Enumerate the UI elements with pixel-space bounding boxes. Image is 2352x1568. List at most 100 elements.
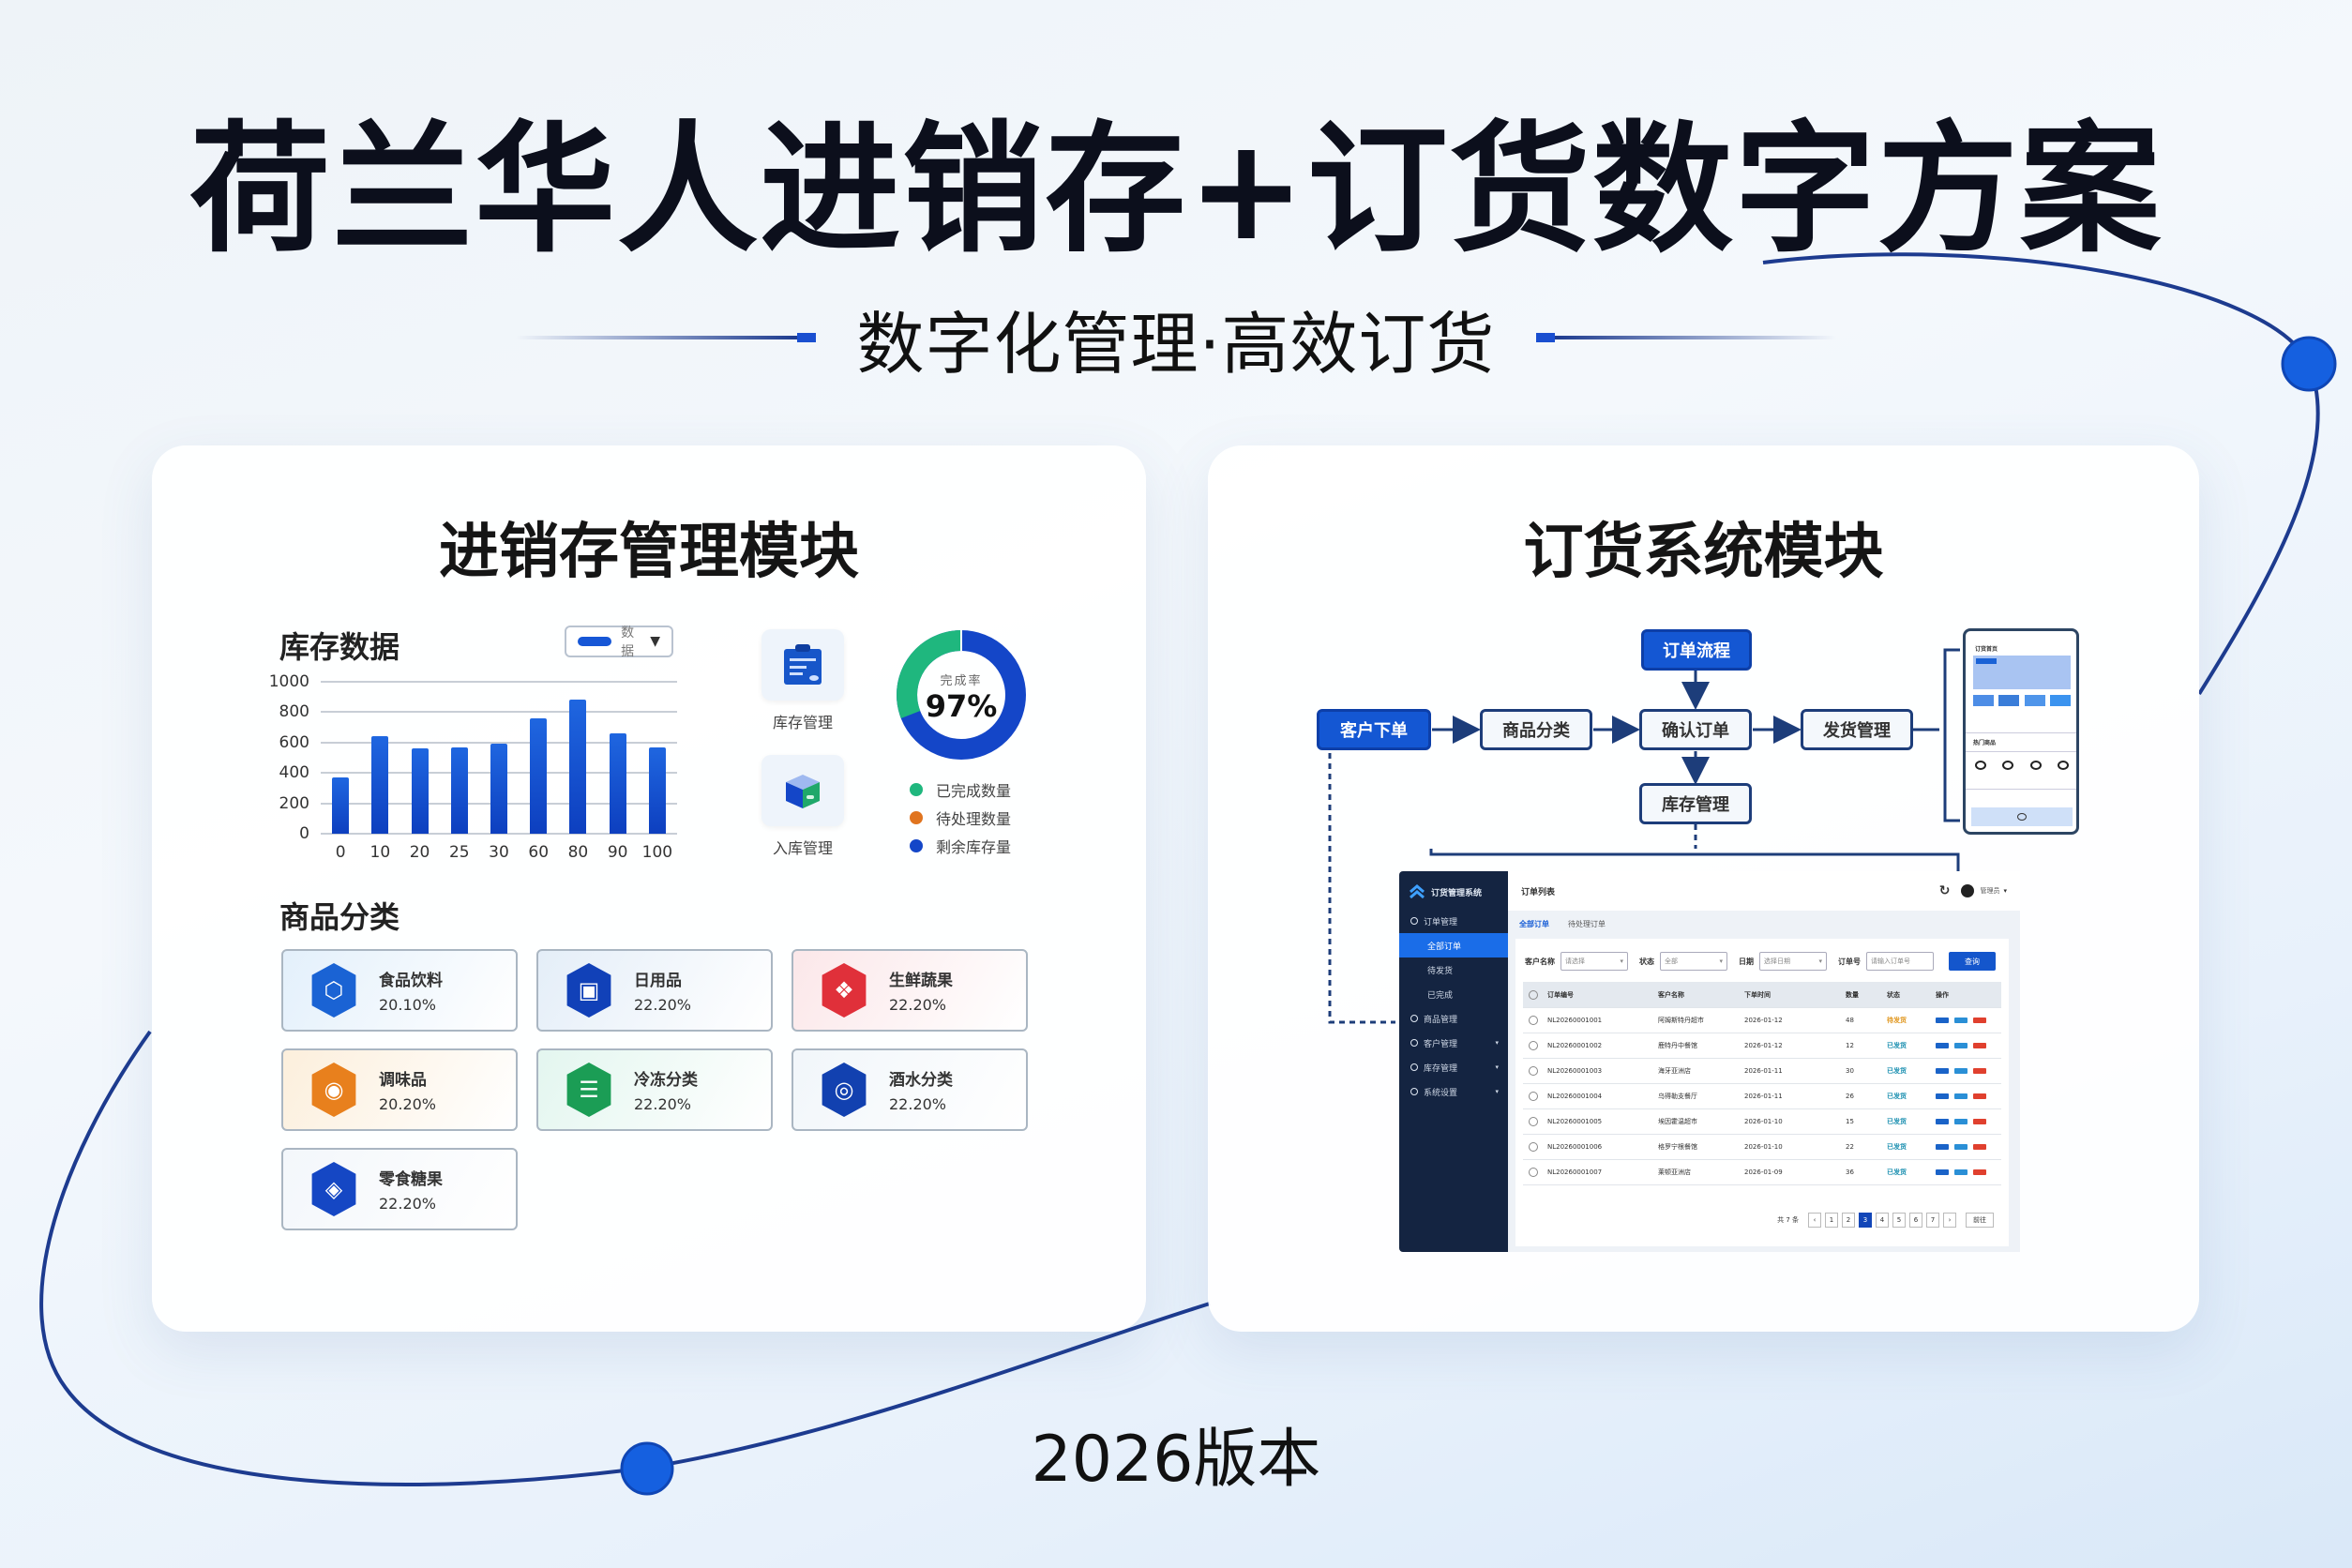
column-header[interactable]: 数量	[1846, 990, 1859, 999]
edit-button[interactable]	[1954, 1043, 1968, 1048]
phone-home-bar[interactable]	[1971, 807, 2073, 826]
flow-node-order-process[interactable]: 订单流程	[1641, 629, 1752, 671]
delete-button[interactable]	[1973, 1043, 1986, 1048]
flow-node-product-category[interactable]: 商品分类	[1480, 709, 1592, 750]
delete-button[interactable]	[1973, 1119, 1986, 1124]
view-button[interactable]	[1936, 1169, 1949, 1175]
delete-button[interactable]	[1973, 1068, 1986, 1074]
chart-bar[interactable]	[530, 717, 548, 834]
column-header[interactable]: 操作	[1936, 990, 1949, 999]
delete-button[interactable]	[1973, 1018, 1986, 1023]
filter-input[interactable]: 选择日期▾	[1759, 952, 1827, 971]
page-button[interactable]: 3	[1859, 1213, 1872, 1228]
flow-node-inventory[interactable]: 库存管理	[1639, 783, 1752, 824]
sidebar-item[interactable]: 订单管理	[1399, 909, 1508, 933]
flow-node-customer-order[interactable]: 客户下单	[1317, 709, 1431, 750]
filter-row: 客户名称请选择▾状态全部▾日期选择日期▾订单号请输入订单号查询	[1515, 939, 2009, 971]
tab-pending-orders[interactable]: 待处理订单	[1568, 919, 1606, 928]
chart-bar[interactable]	[332, 777, 350, 834]
chevron-down-icon[interactable]: ▾	[2003, 887, 2007, 895]
edit-button[interactable]	[1954, 1018, 1968, 1023]
row-checkbox[interactable]	[1529, 1066, 1538, 1076]
view-button[interactable]	[1936, 1068, 1949, 1074]
chart-bar[interactable]	[648, 746, 666, 834]
row-checkbox[interactable]	[1529, 1168, 1538, 1177]
avatar[interactable]	[1961, 884, 1975, 897]
row-checkbox[interactable]	[1529, 1117, 1538, 1126]
view-button[interactable]	[1936, 1144, 1949, 1150]
tile-inventory[interactable]	[761, 629, 844, 701]
chart-bar[interactable]	[450, 747, 468, 834]
sidebar-item[interactable]: 全部订单	[1399, 933, 1508, 957]
sidebar-item[interactable]: 待发货	[1399, 957, 1508, 982]
select-all-checkbox[interactable]	[1529, 989, 1538, 1000]
sidebar-item[interactable]: 商品管理	[1399, 1006, 1508, 1031]
page-button[interactable]: 2	[1842, 1213, 1855, 1228]
tab-all-orders[interactable]: 全部订单	[1519, 919, 1549, 928]
edit-button[interactable]	[1954, 1144, 1968, 1150]
sidebar-item[interactable]: 系统设置▾	[1399, 1079, 1508, 1104]
edit-button[interactable]	[1954, 1093, 1968, 1099]
chart-bar[interactable]	[371, 736, 389, 834]
clipboard-icon	[784, 644, 822, 685]
filter-input[interactable]: 全部▾	[1660, 952, 1727, 971]
column-header[interactable]: 状态	[1887, 990, 1900, 999]
delete-button[interactable]	[1973, 1093, 1986, 1099]
view-button[interactable]	[1936, 1119, 1949, 1124]
filter-input[interactable]: 请选择▾	[1560, 952, 1628, 971]
edit-button[interactable]	[1954, 1119, 1968, 1124]
sidebar-item[interactable]: 已完成	[1399, 982, 1508, 1006]
refresh-icon[interactable]: ↻	[1938, 883, 1951, 898]
view-button[interactable]	[1936, 1093, 1949, 1099]
y-tick-label: 0	[299, 824, 309, 843]
page-button[interactable]: 6	[1909, 1213, 1922, 1228]
delete-button[interactable]	[1973, 1144, 1986, 1150]
filter-input[interactable]: 请输入订单号	[1866, 952, 1934, 971]
sidebar-item[interactable]: 客户管理▾	[1399, 1031, 1508, 1055]
series-dropdown[interactable]: 数据 ▼	[565, 626, 673, 659]
view-button[interactable]	[1936, 1018, 1949, 1023]
user-name[interactable]: 管理员	[1980, 887, 2000, 895]
page-button[interactable]: 7	[1926, 1213, 1939, 1228]
chart-bar[interactable]	[411, 748, 429, 834]
row-checkbox[interactable]	[1529, 1092, 1538, 1101]
delete-button[interactable]	[1973, 1169, 1986, 1175]
chart-bar[interactable]	[490, 744, 507, 834]
column-header[interactable]: 客户名称	[1658, 990, 1684, 999]
column-header[interactable]: 下单时间	[1744, 990, 1771, 999]
chart-bar[interactable]	[609, 733, 626, 834]
flow-node-shipping[interactable]: 发货管理	[1801, 709, 1913, 750]
row-checkbox[interactable]	[1529, 1142, 1538, 1152]
page-button[interactable]: ‹	[1808, 1213, 1821, 1228]
edit-button[interactable]	[1954, 1169, 1968, 1175]
row-checkbox[interactable]	[1529, 1041, 1538, 1050]
chart-bar[interactable]	[569, 700, 587, 834]
edit-button[interactable]	[1954, 1068, 1968, 1074]
page-button[interactable]: 4	[1876, 1213, 1889, 1228]
goto-page-button[interactable]: 前往	[1966, 1213, 1994, 1228]
sidebar-item[interactable]: 库存管理▾	[1399, 1055, 1508, 1079]
row-checkbox[interactable]	[1529, 1016, 1538, 1025]
page-button[interactable]: 5	[1892, 1213, 1906, 1228]
flow-node-confirm-order[interactable]: 确认订单	[1639, 709, 1752, 750]
tile-inbound[interactable]	[761, 755, 844, 826]
page-button[interactable]: 1	[1825, 1213, 1838, 1228]
view-button[interactable]	[1936, 1043, 1949, 1048]
column-header[interactable]: 订单编号	[1547, 990, 1574, 999]
search-button[interactable]: 查询	[1949, 952, 1996, 971]
page-button[interactable]: ›	[1943, 1213, 1956, 1228]
